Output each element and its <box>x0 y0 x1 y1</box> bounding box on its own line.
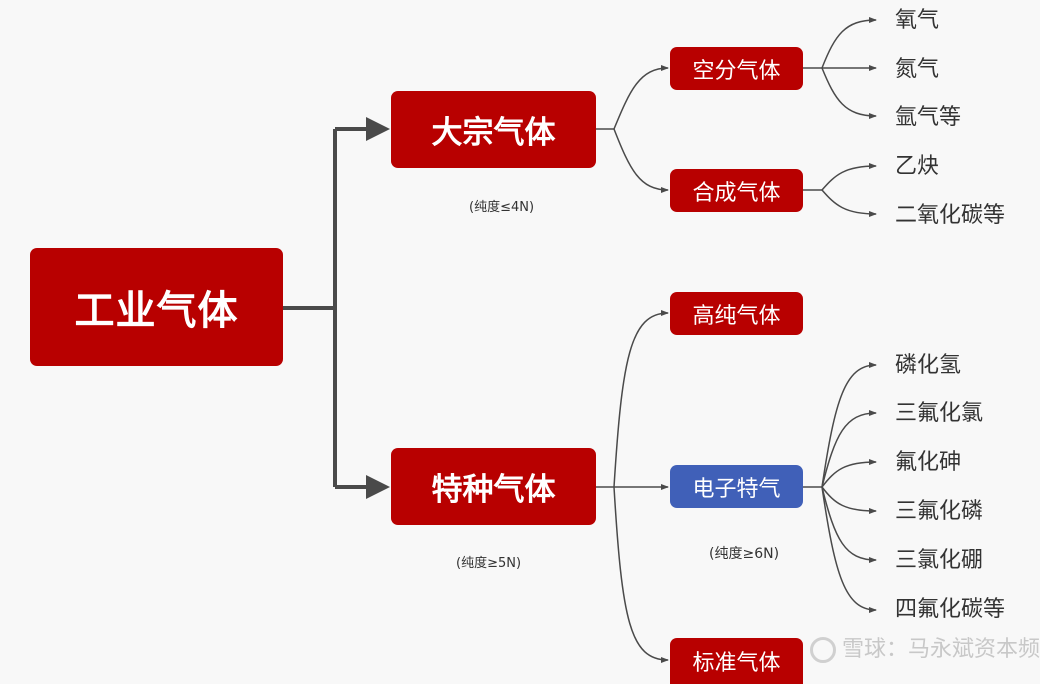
leaf-item: 磷化氢 <box>895 353 962 378</box>
special-gas-node: 特种气体 <box>391 448 596 525</box>
watermark: 雪球：马永斌资本频道 <box>810 637 1040 663</box>
air-separation-gas-node: 空分气体 <box>670 47 803 90</box>
leaf-item: 氮气 <box>895 57 940 82</box>
synthetic-gas-node: 合成气体 <box>670 169 803 212</box>
leaf-item: 三氟化氯 <box>895 401 984 426</box>
electronic-gas-purity-note: (纯度≥6N) <box>709 546 780 562</box>
electronic-gas-connectors <box>803 362 877 613</box>
leaf-item: 三氟化磷 <box>895 499 984 524</box>
synthetic-gas-connectors <box>803 163 877 217</box>
high-purity-gas-node: 高纯气体 <box>670 292 803 335</box>
special-gas-purity-note: (纯度≥5N) <box>456 556 522 571</box>
leaf-item: 氩气等 <box>895 105 962 130</box>
watermark-text: 雪球：马永斌资本频道 <box>842 637 1040 662</box>
air-separation-connectors <box>803 17 877 119</box>
leaf-item: 二氧化碳等 <box>895 203 1006 228</box>
leaf-item: 三氯化硼 <box>895 548 984 573</box>
leaf-item: 四氟化碳等 <box>895 597 1006 622</box>
leaf-item: 氧气 <box>895 8 940 33</box>
special-gas-connectors <box>596 310 669 663</box>
bulk-gas-purity-note: (纯度≤4N) <box>469 200 535 215</box>
bulk-gas-node: 大宗气体 <box>391 91 596 168</box>
root-connector <box>283 117 390 499</box>
electronic-special-gas-node: 电子特气 <box>670 465 803 508</box>
root-node: 工业气体 <box>30 248 283 366</box>
bulk-gas-connectors <box>596 65 669 193</box>
standard-gas-node: 标准气体 <box>670 638 803 684</box>
leaf-item: 氟化砷 <box>895 450 962 475</box>
leaf-item: 乙炔 <box>895 154 940 179</box>
snowball-logo-icon <box>810 637 836 663</box>
